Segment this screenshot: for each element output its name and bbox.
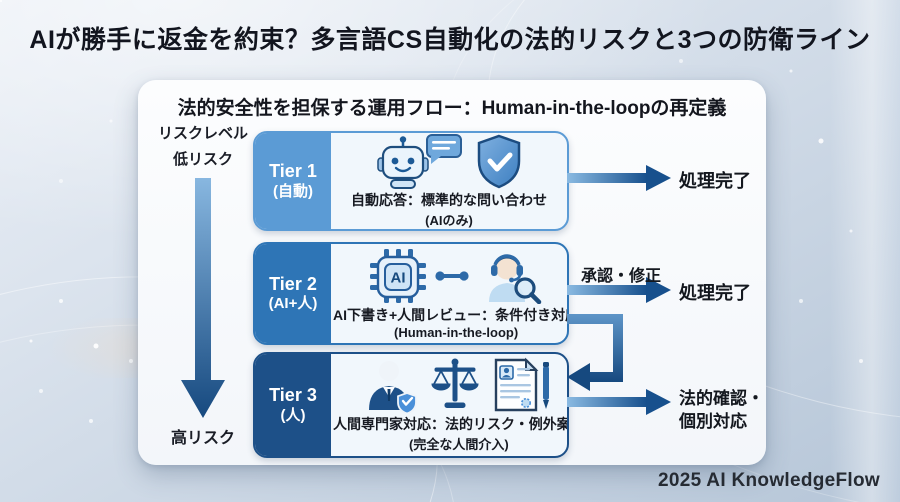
tier2-icons: AI [369,248,543,304]
scales-icon [431,358,479,408]
tier2-outcome-label: 処理完了 [679,283,751,303]
tier1-done-arrow-icon [567,165,671,191]
risk-level-label: リスクレベル [157,125,248,142]
shield-check-icon [477,134,521,189]
tier1-desc: 自動応答：標準的な問い合わせ [351,192,547,208]
ai-chip-icon: AI [370,248,427,303]
tier2-desc2: (Human-in-the-loop) [393,324,519,340]
tier3-done-arrow-icon [567,389,671,415]
tier1-name: Tier 1 [269,161,317,182]
bg-light-band [830,0,900,502]
tier2-sub: (AI+人) [268,295,318,313]
tier2-to-tier3-elbow-arrow-icon [567,314,623,391]
page-title: AIが勝手に返金を約束？多言語CS自動化の法的リスクと3つの防衛ライン [29,26,871,54]
tier1-label: Tier 1 (自動) [255,133,331,229]
risk-arrow-down-icon [181,178,225,418]
risk-high-label: 高リスク [170,430,235,447]
bg-sparkles [0,0,2,2]
tier3-desc2: (完全な人間介入) [409,437,509,452]
card-title: 法的安全性を担保する運用フロー：Human-in-the-loopの再定義 [177,98,727,119]
document-pen-icon [494,357,549,412]
tier3-label: Tier 3 (人) [255,354,331,456]
tier3-content: 人間専門家対応：法的リスク・例外案件 (完全な人間介入) [331,354,569,456]
link-icon [435,270,469,281]
support-agent-icon [489,253,542,304]
tier3-row: Tier 3 (人) [253,352,569,458]
tier1-icons [375,133,523,189]
tier2-name: Tier 2 [269,273,317,294]
footer-credit: 2025 AI KnowledgeFlow [657,470,880,491]
tier3-outcome-label: 法的確認・ 個別対応 [679,388,764,434]
tier3-icons [364,357,554,413]
tier2-approve-label: 承認・修正 [581,268,662,285]
tier2-content: AI [331,244,569,343]
tier2-row: Tier 2 (AI+人) AI [253,242,569,345]
tier1-desc2: (AIのみ) [425,213,473,228]
tier1-row: Tier 1 (自動) [253,131,569,231]
tier3-desc: 人間専門家対応：法的リスク・例外案件 [333,416,569,432]
tier3-outcome-line2: 個別対応 [679,411,747,431]
tier1-outcome-label: 処理完了 [679,171,751,191]
tier1-content: 自動応答：標準的な問い合わせ (AIのみ) [331,133,567,229]
tier3-outcome-line1: 法的確認・ [679,389,764,408]
robot-chat-icon [377,134,462,189]
tier2-label: Tier 2 (AI+人) [255,244,331,343]
flow-card: 法的安全性を担保する運用フロー：Human-in-the-loopの再定義 リス… [138,80,766,465]
tier3-name: Tier 3 [269,385,317,406]
svg-text:AI: AI [391,269,406,286]
expert-shield-icon [368,361,417,413]
tier3-sub: (人) [280,406,306,424]
tier1-sub: (自動) [273,182,313,200]
risk-low-label: 低リスク [172,151,233,168]
tier2-desc: AI下書き+人間レビュー：条件付き対応 [333,306,569,323]
